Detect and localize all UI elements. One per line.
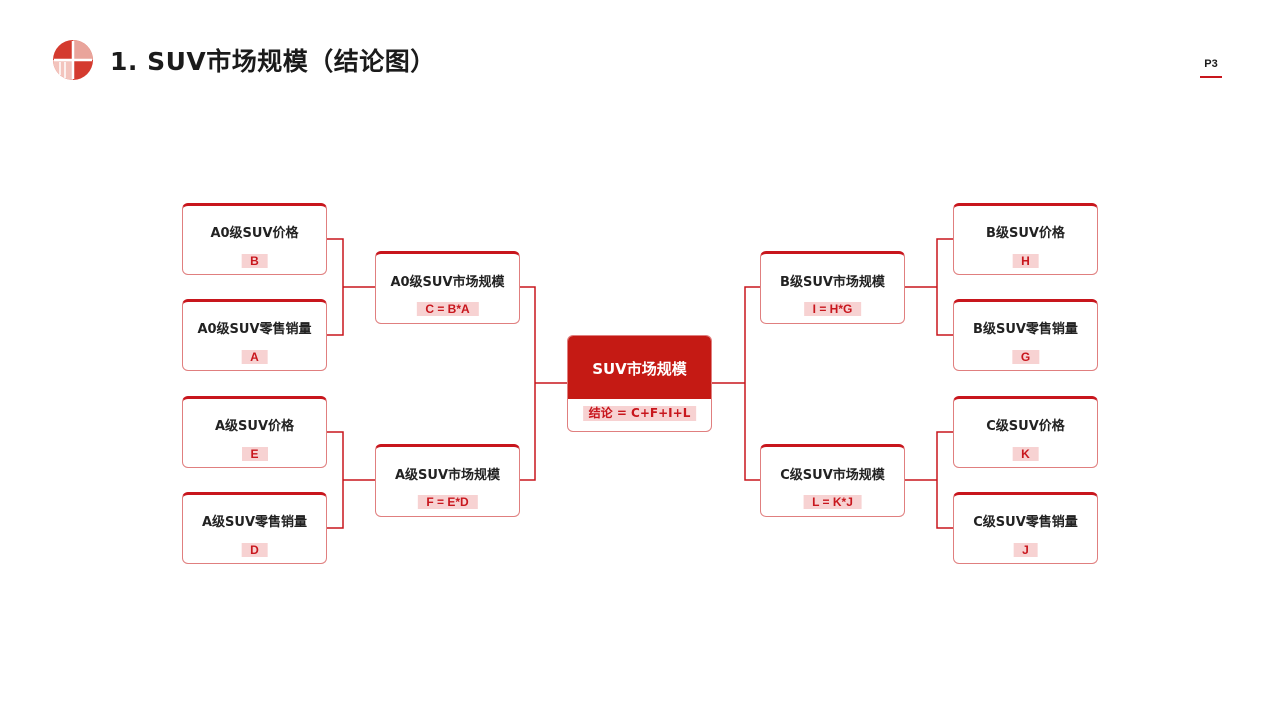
node-title: C级SUV市场规模 (780, 468, 885, 483)
node-title: B级SUV市场规模 (780, 275, 885, 290)
node-a-price: A级SUV价格 E (182, 396, 327, 468)
node-formula: C = B*A (416, 302, 479, 316)
page-number: P3 (1204, 58, 1218, 70)
node-c-market-size: C级SUV市场规模 L = K*J (760, 444, 905, 517)
node-value: E (241, 447, 268, 461)
node-title: A级SUV价格 (214, 419, 295, 434)
center-header: SUV市场规模 (568, 336, 711, 399)
node-value: B (241, 254, 268, 268)
node-c-price: C级SUV价格 K (953, 396, 1098, 468)
node-title: SUV市场规模 (592, 360, 687, 378)
node-title: A级SUV零售销量 (201, 515, 308, 530)
node-title: B级SUV零售销量 (973, 322, 1078, 337)
node-title: A0级SUV市场规模 (390, 275, 505, 290)
node-formula: F = E*D (417, 495, 478, 509)
node-value: J (1013, 543, 1038, 557)
node-title: A0级SUV零售销量 (197, 322, 312, 337)
node-a-market-size: A级SUV市场规模 F = E*D (375, 444, 520, 517)
node-formula: I = H*G (803, 302, 862, 316)
header: 1. SUV市场规模（结论图） (52, 38, 436, 82)
node-a0-price: A0级SUV价格 B (182, 203, 327, 275)
node-a-retail-sales: A级SUV零售销量 D (182, 492, 327, 564)
node-c-retail-sales: C级SUV零售销量 J (953, 492, 1098, 564)
logo-icon (53, 40, 93, 80)
node-value: H (1012, 254, 1039, 268)
node-value: A (241, 350, 268, 364)
node-suv-market-size: SUV市场规模 结论 = C+F+I+L (567, 335, 712, 432)
node-formula: 结论 = C+F+I+L (582, 406, 697, 421)
page-title: 1. SUV市场规模（结论图） (110, 47, 436, 76)
node-b-price: B级SUV价格 H (953, 203, 1098, 275)
node-a0-market-size: A0级SUV市场规模 C = B*A (375, 251, 520, 324)
node-title: B级SUV价格 (986, 226, 1065, 241)
node-value: K (1012, 447, 1039, 461)
node-value: G (1011, 350, 1040, 364)
node-title: C级SUV价格 (986, 419, 1065, 434)
node-title: A级SUV市场规模 (394, 468, 501, 483)
node-value: D (241, 543, 268, 557)
node-a0-retail-sales: A0级SUV零售销量 A (182, 299, 327, 371)
node-formula: L = K*J (803, 495, 862, 509)
node-b-retail-sales: B级SUV零售销量 G (953, 299, 1098, 371)
node-title: A0级SUV价格 (210, 226, 299, 241)
node-b-market-size: B级SUV市场规模 I = H*G (760, 251, 905, 324)
page-number-underline (1200, 76, 1222, 78)
node-title: C级SUV零售销量 (973, 515, 1078, 530)
